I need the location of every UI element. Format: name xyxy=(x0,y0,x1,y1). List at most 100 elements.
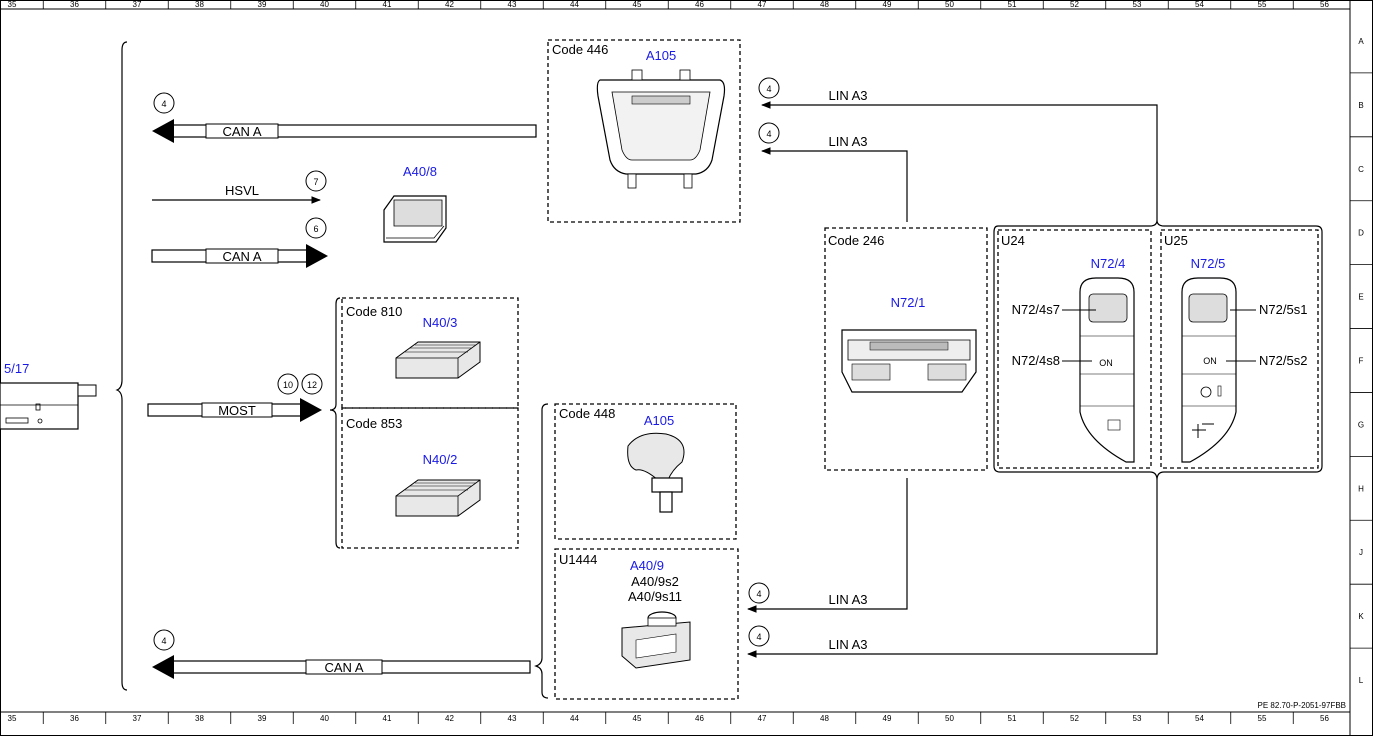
ruler-column-label: 50 xyxy=(945,0,954,9)
ruler-column-label: 52 xyxy=(1070,714,1079,723)
code-446-box: Code 446 A105 xyxy=(547,39,741,223)
ruler-row-label: L xyxy=(1359,676,1364,685)
ruler-column-label: 47 xyxy=(758,714,767,723)
code-810-box: Code 810 N40/3 xyxy=(341,297,519,409)
ruler-column-label: 49 xyxy=(883,714,892,723)
ruler-row-label: K xyxy=(1358,612,1364,621)
n72-5-label: N72/5 xyxy=(1191,256,1226,271)
u24-box: U24 N72/4 ON N72/4s7 N72/4s8 xyxy=(997,229,1152,469)
code-448-box: Code 448 A105 xyxy=(554,403,737,540)
n72-4-label: N72/4 xyxy=(1091,256,1126,271)
ruler-column-label: 56 xyxy=(1320,714,1329,723)
ruler-column-label: 46 xyxy=(695,0,704,9)
u1444-box: U1444 A40/9 A40/9s2 A40/9s11 xyxy=(554,548,739,700)
hsvl-label: HSVL xyxy=(225,183,259,198)
u1444-label: U1444 xyxy=(559,552,597,567)
ruler-column-label: 46 xyxy=(695,714,704,723)
n72-4s8-label: N72/4s8 xyxy=(1012,353,1060,368)
ruler-column-label: 39 xyxy=(258,0,267,9)
u24-on-label: ON xyxy=(1099,358,1113,368)
can-bus-mid: CAN A 6 xyxy=(151,217,328,268)
display-unit-image xyxy=(383,195,447,243)
ruler-column-label: 39 xyxy=(258,714,267,723)
code-853-label: Code 853 xyxy=(346,416,402,431)
code-448-label: Code 448 xyxy=(559,406,615,421)
n72-4s7-label: N72/4s7 xyxy=(1012,302,1060,317)
most-bus: MOST 10 12 xyxy=(147,373,323,422)
ruler-column-label: 54 xyxy=(1195,0,1204,9)
lin-top2-label: LIN A3 xyxy=(828,134,867,149)
ruler-column-label: 38 xyxy=(195,714,204,723)
u25-label: U25 xyxy=(1164,233,1188,248)
ruler-column-label: 53 xyxy=(1133,714,1142,723)
a40-9-label: A40/9 xyxy=(630,558,664,573)
ruler-column-label: 44 xyxy=(570,0,579,9)
ruler-column-label: 56 xyxy=(1320,0,1329,9)
drawing-id: PE 82.70-P-2051-97FBB xyxy=(1258,701,1347,710)
can-bus-top: CAN A 4 xyxy=(152,92,537,143)
ruler-column-label: 37 xyxy=(133,0,142,9)
ruler-row-label: J xyxy=(1359,548,1363,557)
code-246-label: Code 246 xyxy=(828,233,884,248)
ruler-column-label: 36 xyxy=(70,714,79,723)
controller-unit-image xyxy=(621,611,691,669)
ruler-row-label: C xyxy=(1358,165,1364,174)
most-bracket xyxy=(329,297,341,549)
n72-5s2-label: N72/5s2 xyxy=(1259,353,1307,368)
most-ref-2: 12 xyxy=(307,380,317,390)
lin-top2-ref: 4 xyxy=(766,129,771,139)
ruler-row-label: A xyxy=(1358,37,1364,46)
n72-5s1-label: N72/5s1 xyxy=(1259,302,1307,317)
ruler-column-label: 36 xyxy=(70,0,79,9)
code-853-box: Code 853 N40/2 xyxy=(341,407,519,549)
selector-lever-image xyxy=(627,432,685,513)
most-ref-1: 10 xyxy=(283,380,293,390)
ruler-column-label: 52 xyxy=(1070,0,1079,9)
seat-switch-right-image xyxy=(1181,277,1237,463)
ruler-column-label: 47 xyxy=(758,0,767,9)
lin-line-top-1: LIN A3 4 xyxy=(758,77,1158,220)
ruler-column-label: 35 xyxy=(8,0,17,9)
n40-3-label: N40/3 xyxy=(423,315,458,330)
ruler-column-label: 41 xyxy=(383,714,392,723)
amplifier-module-image xyxy=(395,479,481,517)
ruler-row-label: D xyxy=(1358,229,1364,238)
code-246-box: Code 246 N72/1 xyxy=(824,227,988,471)
ruler-column-label: 53 xyxy=(1133,0,1142,9)
ruler-column-label: 37 xyxy=(133,714,142,723)
left-bracket xyxy=(115,41,128,691)
ruler-row-label: F xyxy=(1359,357,1364,366)
lin-line-bottom-2: LIN A3 4 xyxy=(747,480,1158,658)
hsvl-ref: 7 xyxy=(313,177,318,187)
can-bus-bottom: CAN A 4 xyxy=(152,629,531,679)
ruler-column-label: 43 xyxy=(508,0,517,9)
a40-8-label: A40/8 xyxy=(403,164,437,179)
ruler-column-label: 48 xyxy=(820,0,829,9)
a40-9s11-label: A40/9s11 xyxy=(628,589,682,604)
ruler-row-label: E xyxy=(1358,293,1363,302)
u25-box: U25 N72/5 ON N72/5s1 N72/5s2 xyxy=(1160,229,1319,469)
n40-2-label: N40/2 xyxy=(423,452,458,467)
ruler-column-label: 42 xyxy=(445,714,454,723)
ruler-column-label: 42 xyxy=(445,0,454,9)
code-810-label: Code 810 xyxy=(346,304,402,319)
ruler-column-label: 51 xyxy=(1008,0,1017,9)
a105-top-label: A105 xyxy=(646,48,676,63)
can-bottom-ref: 4 xyxy=(161,636,166,646)
ruler-row-label: H xyxy=(1358,484,1364,493)
ruler-column-label: 35 xyxy=(8,714,17,723)
can-mid-label: CAN A xyxy=(222,249,261,264)
climate-control-panel-image xyxy=(841,329,977,393)
ruler-column-label: 40 xyxy=(320,0,329,9)
ruler-row-label: G xyxy=(1358,420,1364,429)
a105-mid-label: A105 xyxy=(644,413,674,428)
lin-bot1-ref: 4 xyxy=(756,589,761,599)
can-bottom-label: CAN A xyxy=(324,660,363,675)
fragment-module xyxy=(0,382,97,430)
ruler-column-label: 45 xyxy=(633,0,642,9)
left-bracket-lower xyxy=(534,403,549,699)
